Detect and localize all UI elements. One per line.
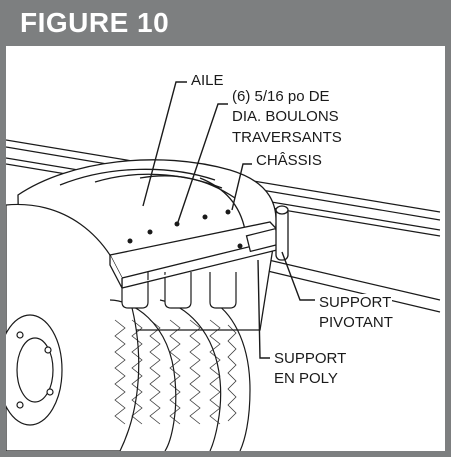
label-bolts-line3: TRAVERSANTS <box>231 129 343 147</box>
label-pivot-line2: PIVOTANT <box>318 314 394 332</box>
leader-lines <box>142 81 315 359</box>
label-pivot-line1: SUPPORT <box>318 294 393 312</box>
label-poly-line1: SUPPORT <box>273 350 348 368</box>
fender-slots <box>121 272 237 309</box>
wheel-hub <box>6 314 63 426</box>
label-aile: AILE <box>190 72 225 90</box>
label-bolts-line2: DIA. BOULONS <box>231 108 340 126</box>
label-poly-line2: EN POLY <box>273 370 339 388</box>
mounting-bracket <box>109 205 289 289</box>
bolts <box>127 209 243 249</box>
tread-pattern <box>114 319 237 425</box>
label-bolts-line1: (6) 5/16 po DE <box>231 88 331 106</box>
figure-title: FIGURE 10 <box>20 7 170 38</box>
figure-header: FIGURE 10 <box>0 0 451 46</box>
label-chassis: CHÂSSIS <box>255 152 323 170</box>
fender-assembly-drawing <box>6 81 441 451</box>
